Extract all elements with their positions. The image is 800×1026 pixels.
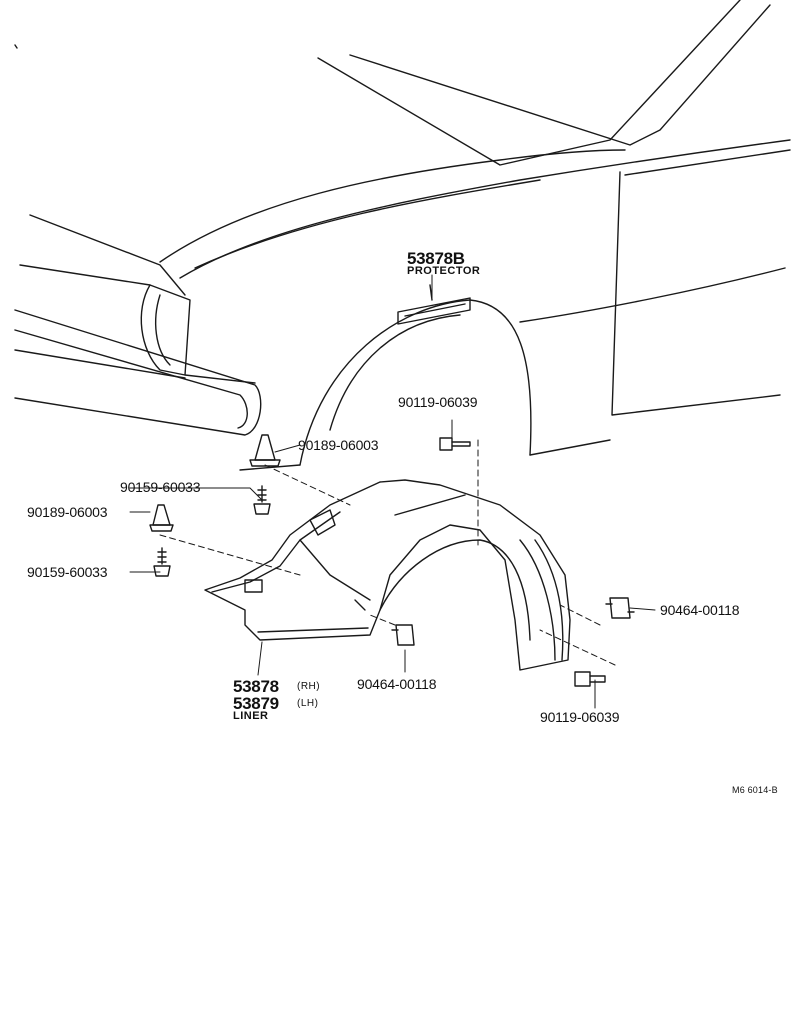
screw-90159-upper [253, 485, 271, 515]
liner-lh-side: (LH) [297, 698, 319, 709]
nut-bottom-part-number: 90464-00118 [357, 676, 437, 692]
liner-part [204, 479, 571, 671]
bolt-upper-part-number: 90119-06039 [398, 394, 478, 410]
clip-90189-upper [249, 434, 281, 467]
screw-lower-part-number: 90159-60033 [27, 564, 108, 580]
nut-right-part-number: 90464-00118 [660, 602, 740, 618]
liner-rh-side: (RH) [297, 681, 321, 692]
leader-lines [129, 274, 656, 709]
clip-90189-left [149, 504, 174, 532]
clip-left-part-number: 90189-06003 [27, 504, 108, 520]
liner-rh-part-number: 53878 [233, 677, 279, 696]
screw-90159-lower [153, 547, 171, 577]
protector-part-number: 53878B [407, 249, 465, 268]
dashed-guides [159, 439, 616, 666]
protector-name: PROTECTOR [407, 265, 481, 277]
bolt-90119-lower [574, 671, 606, 687]
screw-upper-part-number: 90159-60033 [120, 479, 201, 495]
liner-name: LINER [233, 710, 269, 722]
protector-part [397, 284, 471, 325]
liner-lh-part-number: 53879 [233, 694, 279, 713]
bolt-90119-upper [439, 437, 471, 451]
figure-reference: M6 6014-B [732, 785, 778, 795]
bolt-lower-part-number: 90119-06039 [540, 709, 620, 725]
nut-90464-right [605, 597, 635, 619]
clip-upper-part-number: 90189-06003 [298, 437, 379, 453]
nut-90464-bottom [391, 624, 415, 646]
